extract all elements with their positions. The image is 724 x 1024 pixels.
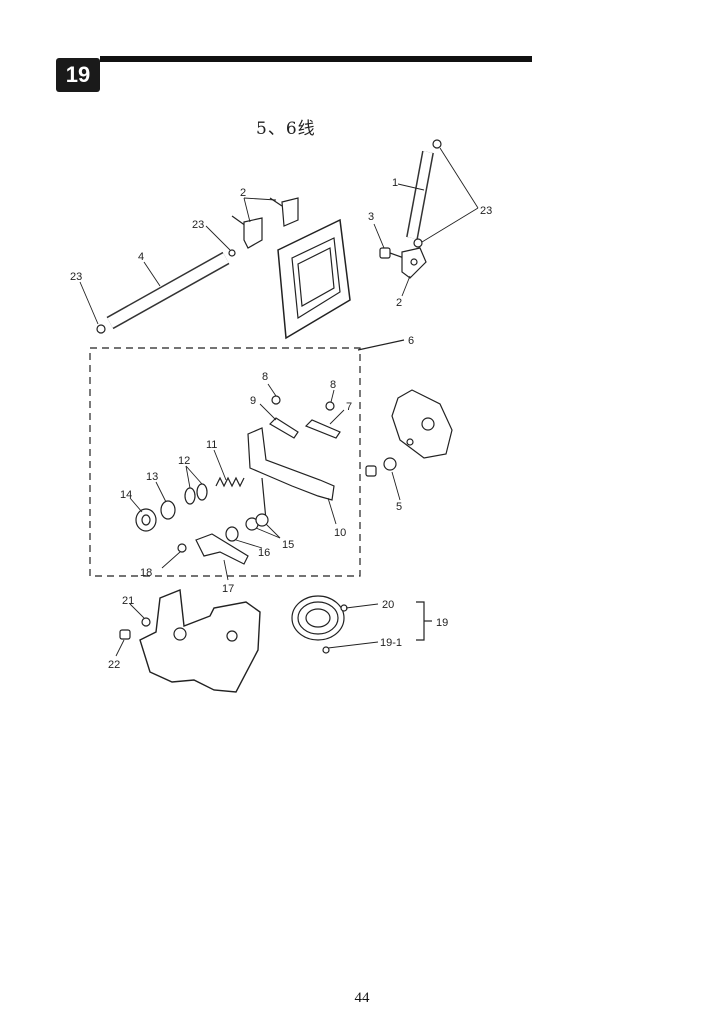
part-6-assembly-box — [89, 347, 361, 577]
diagram-title: 5、6线 — [256, 119, 316, 139]
callout-6: 6 — [408, 335, 414, 347]
part-21-screw — [141, 617, 151, 627]
callout-12: 12 — [178, 455, 190, 467]
mounting-frame-plate — [277, 218, 351, 340]
callout-9: 9 — [250, 395, 256, 407]
part-15-discs — [245, 513, 269, 531]
callout-14: 14 — [120, 489, 132, 501]
callout-10: 10 — [334, 527, 346, 539]
section-number-badge: 19 — [56, 58, 100, 92]
callout-4: 4 — [138, 251, 144, 263]
callout-22: 22 — [108, 659, 120, 671]
part-19-tension-disc — [291, 595, 345, 641]
part-14-knob — [135, 508, 157, 532]
callout-1: 1 — [392, 177, 398, 189]
callout-leader-lines — [79, 147, 479, 657]
callout-2-right: 2 — [396, 297, 402, 309]
part-8-screw-b — [325, 401, 335, 411]
part-10-bracket — [247, 427, 335, 521]
callout-19-1: 19-1 — [380, 637, 402, 649]
part-19-bracket-line — [416, 601, 425, 641]
base-casting — [139, 589, 261, 693]
part-9-plate — [269, 417, 299, 439]
section-header-rule — [100, 56, 532, 62]
callout-17: 17 — [222, 583, 234, 595]
callout-3: 3 — [368, 211, 374, 223]
part-2-bracket-right — [401, 247, 427, 279]
part-5-screw — [365, 457, 397, 477]
part-3-screw — [379, 247, 405, 259]
page-number: 44 — [354, 990, 370, 1006]
part-11-spring — [215, 476, 245, 488]
part-19-1-screw — [322, 646, 330, 654]
callout-21: 21 — [122, 595, 134, 607]
callout-8-left: 8 — [262, 371, 268, 383]
part-6-leader — [357, 339, 405, 351]
part-12-washers — [184, 483, 208, 505]
part-4-rod — [96, 249, 236, 334]
side-cover-plate — [391, 389, 453, 459]
callout-5: 5 — [396, 501, 402, 513]
callout-16: 16 — [258, 547, 270, 559]
callout-13: 13 — [146, 471, 158, 483]
callout-23-right: 23 — [480, 205, 492, 217]
callout-23-middle: 23 — [192, 219, 204, 231]
callout-23-left: 23 — [70, 271, 82, 283]
callout-7: 7 — [346, 401, 352, 413]
callout-15: 15 — [282, 539, 294, 551]
part-18-screw — [177, 543, 187, 553]
part-17-lever — [195, 533, 249, 565]
part-22-screw — [119, 629, 131, 640]
callout-8-right: 8 — [330, 379, 336, 391]
callout-11: 11 — [206, 439, 217, 451]
part-16-disc — [225, 526, 239, 542]
callout-18: 18 — [140, 567, 152, 579]
part-7-plate — [304, 419, 341, 439]
part-8-screw-a — [271, 395, 281, 405]
callout-19: 19 — [436, 617, 448, 629]
callout-2-top: 2 — [240, 187, 246, 199]
part-2-bracket-top — [231, 197, 299, 249]
callout-20: 20 — [382, 599, 394, 611]
part-1-rod — [406, 139, 442, 248]
part-13-nut — [160, 500, 176, 520]
